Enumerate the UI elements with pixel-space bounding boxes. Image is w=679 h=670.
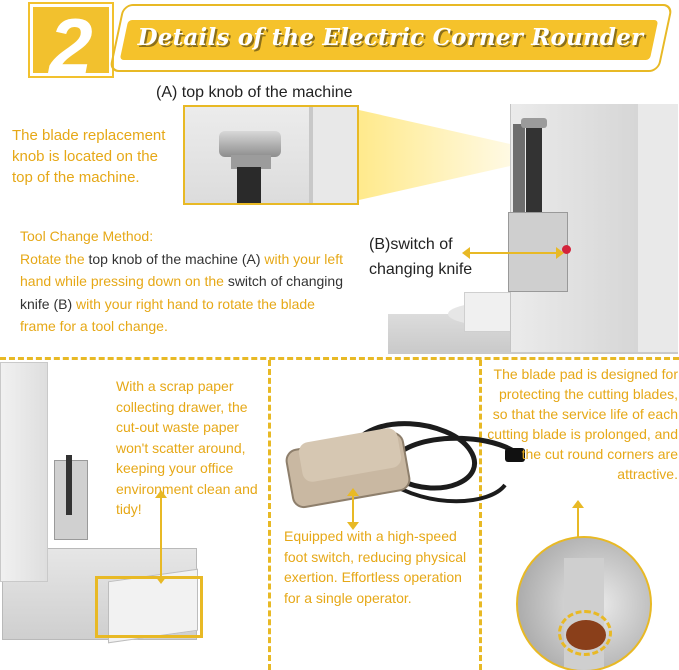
machine-top-knob — [521, 118, 547, 128]
foot-switch-description: Equipped with a high-speed foot switch, … — [284, 528, 467, 606]
drawer-machine-tower — [0, 362, 48, 582]
vertical-divider-right — [479, 360, 482, 670]
vertical-divider-left — [268, 360, 271, 670]
knob-rod-shape — [237, 167, 261, 203]
top-knob-closeup-image — [183, 105, 359, 205]
machine-side-panel — [638, 104, 678, 352]
blade-pad-description: The blade pad is designed for protecting… — [487, 366, 678, 482]
step-number: 2 — [49, 2, 93, 90]
tool-change-heading: Tool Change Method: — [20, 228, 154, 244]
blade-pad-highlight — [558, 610, 612, 656]
knife-switch-caption: (B)switch of changing knife — [369, 236, 473, 278]
knob-neck-shape — [231, 155, 271, 169]
instr-seg-1: Rotate the — [20, 250, 89, 267]
instr-seg-4: switch of changing knife (B) — [20, 273, 343, 312]
foot-switch-arrow — [347, 488, 359, 530]
machine-arm — [513, 124, 525, 234]
top-knob-description: The blade replacement knob is located on… — [12, 127, 166, 186]
scrap-drawer-description: With a scrap paper collecting drawer, th… — [116, 378, 258, 517]
drawer-machine-rod — [66, 455, 72, 515]
corner-rounder-machine-image — [388, 104, 678, 354]
instr-seg-5: with your right hand to rotate the blade… — [20, 295, 315, 335]
page-title: Details of the Electric Corner Rounder — [137, 24, 644, 51]
knob-bracket-shape — [309, 107, 357, 203]
knob-cap-shape — [219, 131, 281, 157]
instr-seg-3: with your left hand while pressing down … — [20, 250, 343, 290]
blade-pad-closeup-image — [516, 536, 652, 670]
tool-change-instructions: Rotate the top knob of the machine (A) w… — [20, 248, 350, 338]
horizontal-divider — [0, 357, 679, 360]
scrap-drawer-highlight — [95, 576, 203, 638]
scrap-drawer-arrow — [155, 490, 167, 584]
knife-switch-arrow — [462, 247, 564, 259]
tool-change-method: Tool Change Method: Rotate the top knob … — [20, 225, 350, 338]
step-badge: 2 — [28, 2, 114, 90]
machine-rod — [526, 124, 542, 224]
top-knob-caption: (A) top knob of the machine — [156, 84, 353, 101]
knife-switch-button — [562, 245, 571, 254]
instr-seg-2: top knob of the machine (A) — [88, 250, 261, 267]
